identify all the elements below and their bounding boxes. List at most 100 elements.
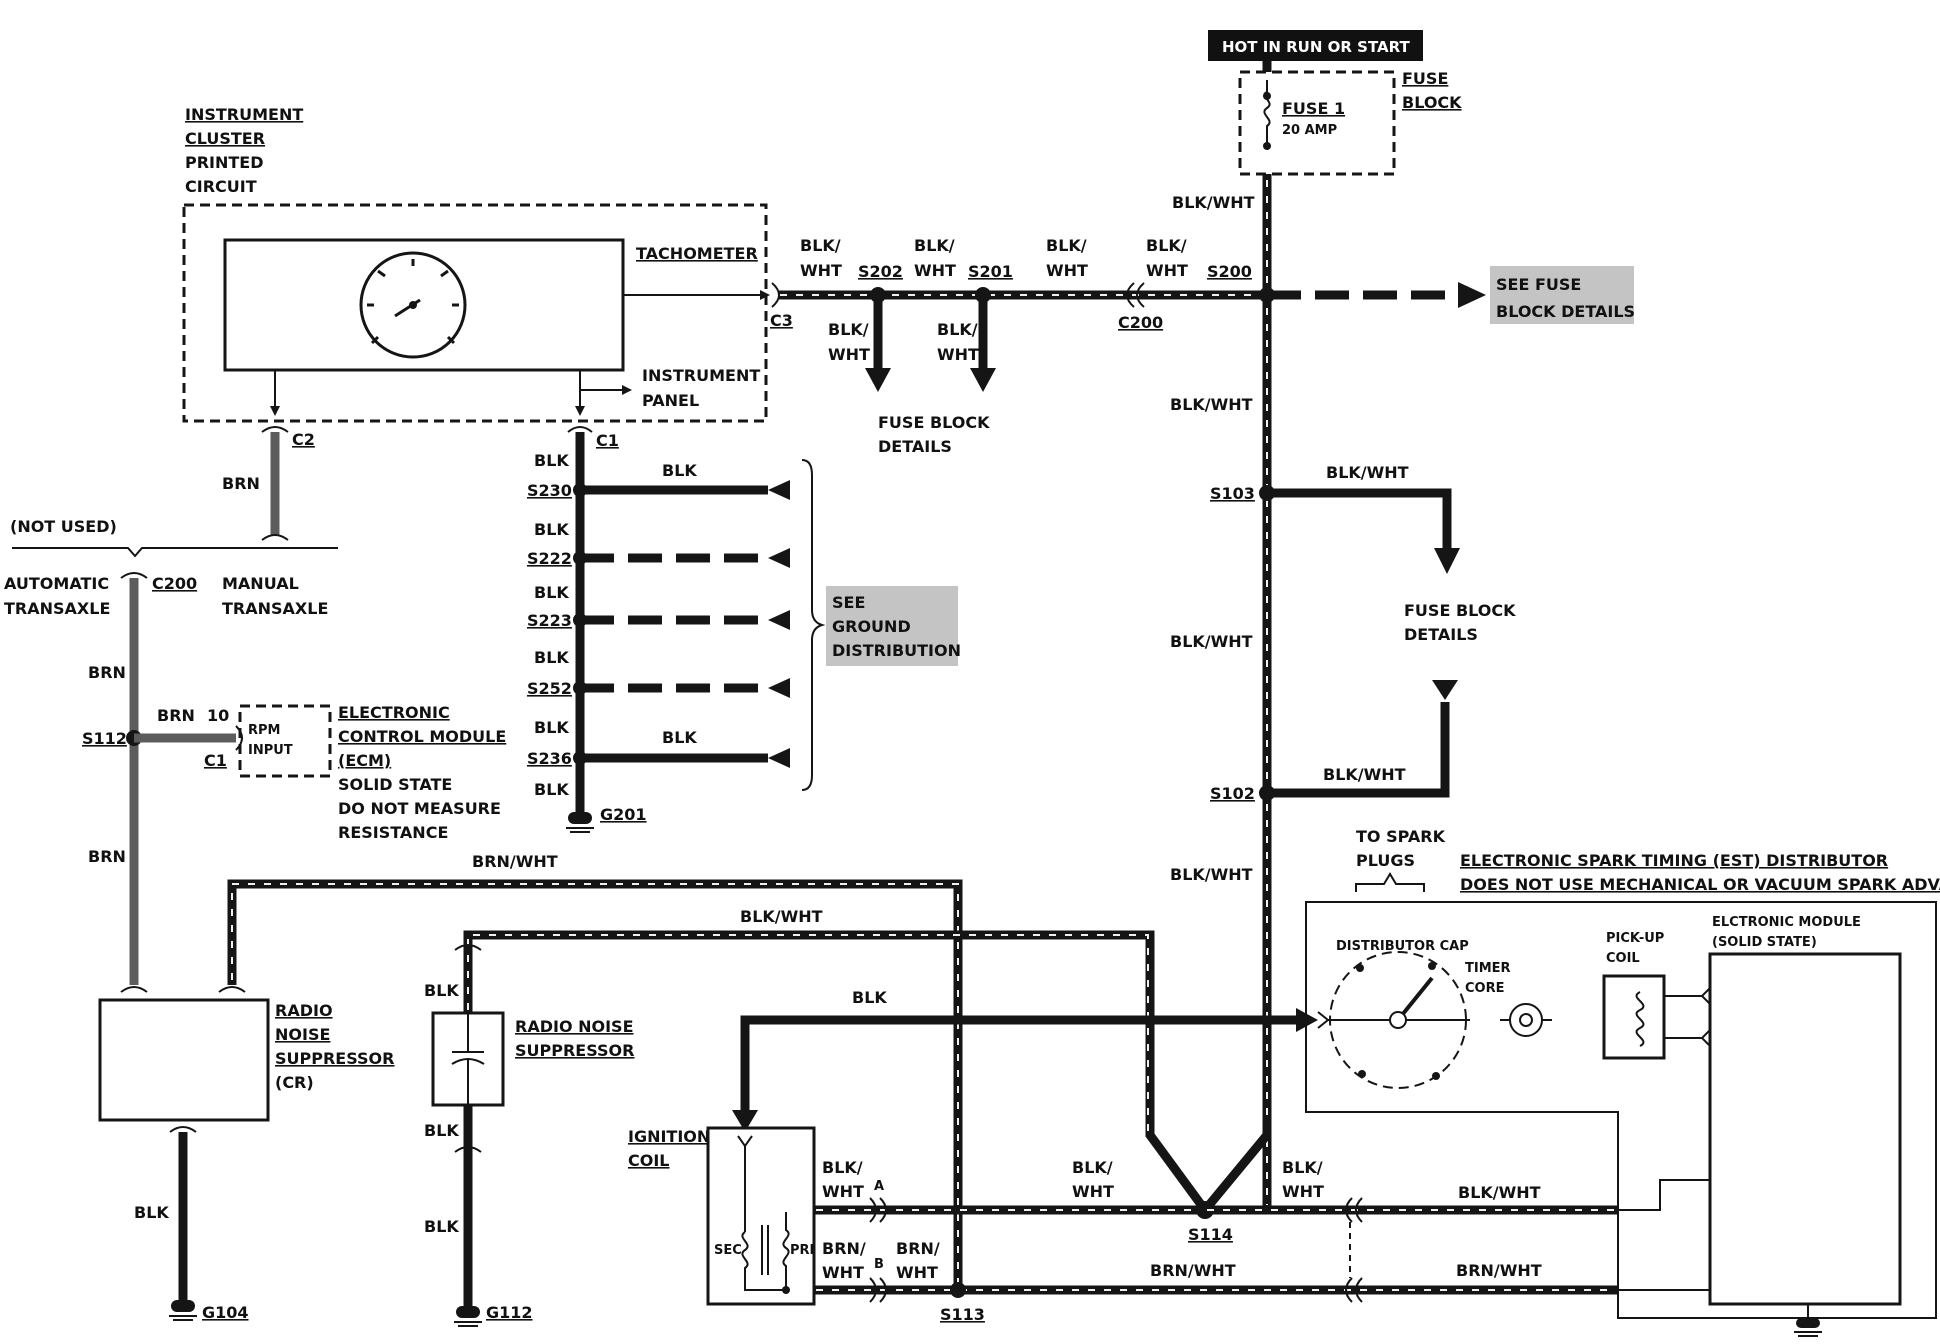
ground-g201-icon: [566, 812, 594, 833]
pickup-coil-label-1: PICK-UP: [1606, 931, 1664, 946]
wire-label-brn-c2: BRN: [222, 474, 260, 493]
ecm-rpm-2: INPUT: [248, 743, 293, 758]
spark-plugs-label-2: PLUGS: [1356, 851, 1415, 870]
wire-label-main-2: BLK/WHT: [1170, 395, 1253, 414]
transaxle-bracket: [12, 547, 338, 558]
manual-label-2: TRANSAXLE: [222, 599, 328, 618]
see-fuse-block-2: BLOCK DETAILS: [1496, 302, 1635, 321]
ecm-label-5: DO NOT MEASURE: [338, 799, 501, 818]
ground-g104-icon: [169, 1300, 197, 1321]
wire-blk-coil-feed: [740, 1015, 1296, 1120]
wire-label-s202-down-1: BLK/: [828, 320, 869, 339]
splice-label-s230: S230: [527, 481, 572, 500]
connector-label-c1-cluster: C1: [596, 431, 619, 450]
ground-distributor-icon: [1794, 1304, 1822, 1337]
fuse-block-details-mid-1: FUSE BLOCK: [1404, 601, 1516, 620]
ecm-label-2: CONTROL MODULE: [338, 727, 506, 746]
coil-pri-label: PRI: [790, 1243, 814, 1258]
wire-label-brn-wht-module: BRN/WHT: [1456, 1261, 1542, 1280]
ignition-coil-label-2: COIL: [628, 1151, 670, 1170]
splice-label-s200: S200: [1207, 262, 1252, 281]
splice-label-s103: S103: [1210, 484, 1255, 503]
wire-label-blk-wht-module: BLK/WHT: [1458, 1183, 1541, 1202]
see-fuse-block-box: [1490, 266, 1634, 324]
connector-label-c200-top: C200: [1118, 313, 1163, 332]
splice-label-s102: S102: [1210, 784, 1255, 803]
see-ground-1: SEE: [832, 593, 865, 612]
connector-label-c200-trans: C200: [152, 574, 197, 593]
wire-label-blk-s230: BLK: [662, 461, 697, 480]
pickup-coil-box: [1602, 974, 1666, 1060]
wire-label-s200-1: BLK/: [1146, 236, 1187, 255]
wire-label-s114-left-1: BLK/: [1072, 1158, 1113, 1177]
timer-core-label-2: CORE: [1465, 981, 1504, 996]
distributor-subtitle: DOES NOT USE MECHANICAL OR VACUUM SPARK …: [1460, 875, 1940, 894]
ecm-label-3: (ECM): [338, 751, 391, 770]
coil-primary-winding: [782, 1212, 790, 1290]
see-fuse-block-1: SEE FUSE: [1496, 275, 1581, 294]
spark-plugs-label-1: TO SPARK: [1356, 827, 1446, 846]
ground-label-g104: G104: [202, 1303, 249, 1322]
wire-label-main-4: BLK/WHT: [1170, 865, 1253, 884]
wire-label-c200-2: WHT: [1046, 261, 1088, 280]
splice-label-s236: S236: [527, 749, 572, 768]
fuse-block-details-mid-2: DETAILS: [1404, 625, 1478, 644]
wire-label-s103: BLK/WHT: [1326, 463, 1409, 482]
wire-label-s102: BLK/WHT: [1323, 765, 1406, 784]
ecm-label-4: SOLID STATE: [338, 775, 452, 794]
connector-label-c3: C3: [770, 311, 793, 330]
radio-noise-1: RADIO NOISE: [515, 1017, 634, 1036]
ground-label-g201: G201: [600, 805, 647, 824]
wire-label-coil-b-1: BRN/: [822, 1239, 866, 1258]
ground-distribution-brace: [801, 459, 826, 791]
electronic-module-box: [1708, 952, 1902, 1306]
wire-label-main-3: BLK/WHT: [1170, 632, 1253, 651]
splice-label-s252: S252: [527, 679, 572, 698]
wire-label-blk-wht-suppressor: BLK/WHT: [740, 907, 823, 926]
timer-core-icon: [1500, 1003, 1552, 1037]
connector-c2: [261, 426, 289, 433]
hot-in-run-label-box: [1208, 30, 1423, 61]
wire-label-s201-down-2: WHT: [937, 345, 979, 364]
distributor-title: ELECTRONIC SPARK TIMING (EST) DISTRIBUTO…: [1460, 851, 1888, 870]
wire-label-blk-g1: BLK: [534, 451, 569, 470]
wire-label-brn-trans-2: BRN: [88, 847, 126, 866]
arrow-to-fuse-details: [1458, 282, 1486, 308]
ecm-label-1: ELECTRONIC: [338, 703, 450, 722]
coil-sec-label: SEC: [714, 1243, 742, 1258]
see-ground-3: DISTRIBUTION: [832, 641, 961, 660]
wire-label-coil-a-1: BLK/: [822, 1158, 863, 1177]
radio-cr-1: RADIO: [275, 1001, 333, 1020]
timer-core-label-1: TIMER: [1465, 961, 1511, 976]
wire-label-blk-g6: BLK: [534, 780, 569, 799]
automatic-label-2: TRANSAXLE: [4, 599, 110, 618]
wire-label-s113-1: BRN/: [896, 1239, 940, 1258]
ecm-label-6: RESISTANCE: [338, 823, 448, 842]
wire-label-blk-g3: BLK: [534, 583, 569, 602]
connector-c3: [771, 282, 780, 308]
wire-label-brn-wht-s113: BRN/WHT: [1150, 1261, 1236, 1280]
wire-label-blk-g2: BLK: [534, 520, 569, 539]
module-label-1: ELCTRONIC MODULE: [1712, 915, 1861, 930]
automatic-label-1: AUTOMATIC: [4, 574, 109, 593]
fuse-rating: 20 AMP: [1282, 123, 1337, 138]
wire-label-s201-2: WHT: [914, 261, 956, 280]
connector-c1-cluster: [567, 426, 593, 433]
wire-label-blk-g4: BLK: [534, 648, 569, 667]
coil-secondary-winding: [741, 1231, 786, 1291]
wire-label-coil-b-2: WHT: [822, 1263, 864, 1282]
wire-brn-wht-loop: [227, 879, 963, 1290]
hot-in-run-label: HOT IN RUN OR START: [1222, 38, 1411, 56]
module-label-2: (SOLID STATE): [1712, 935, 1817, 950]
fuse-block-details-top-2: DETAILS: [878, 437, 952, 456]
fuse-symbol: [1263, 80, 1271, 148]
ignition-coil-label-1: IGNITION: [628, 1127, 710, 1146]
ecm-rpm-input-box: [238, 704, 332, 778]
pin-b-label: B: [874, 1257, 884, 1272]
wire-label-c200-1: BLK/: [1046, 236, 1087, 255]
tachometer-label: TACHOMETER: [636, 244, 758, 263]
cluster-title-2: CLUSTER: [185, 129, 265, 148]
cluster-printed-circuit-box: [182, 203, 768, 423]
fuse-block-title-1: FUSE: [1402, 69, 1448, 88]
